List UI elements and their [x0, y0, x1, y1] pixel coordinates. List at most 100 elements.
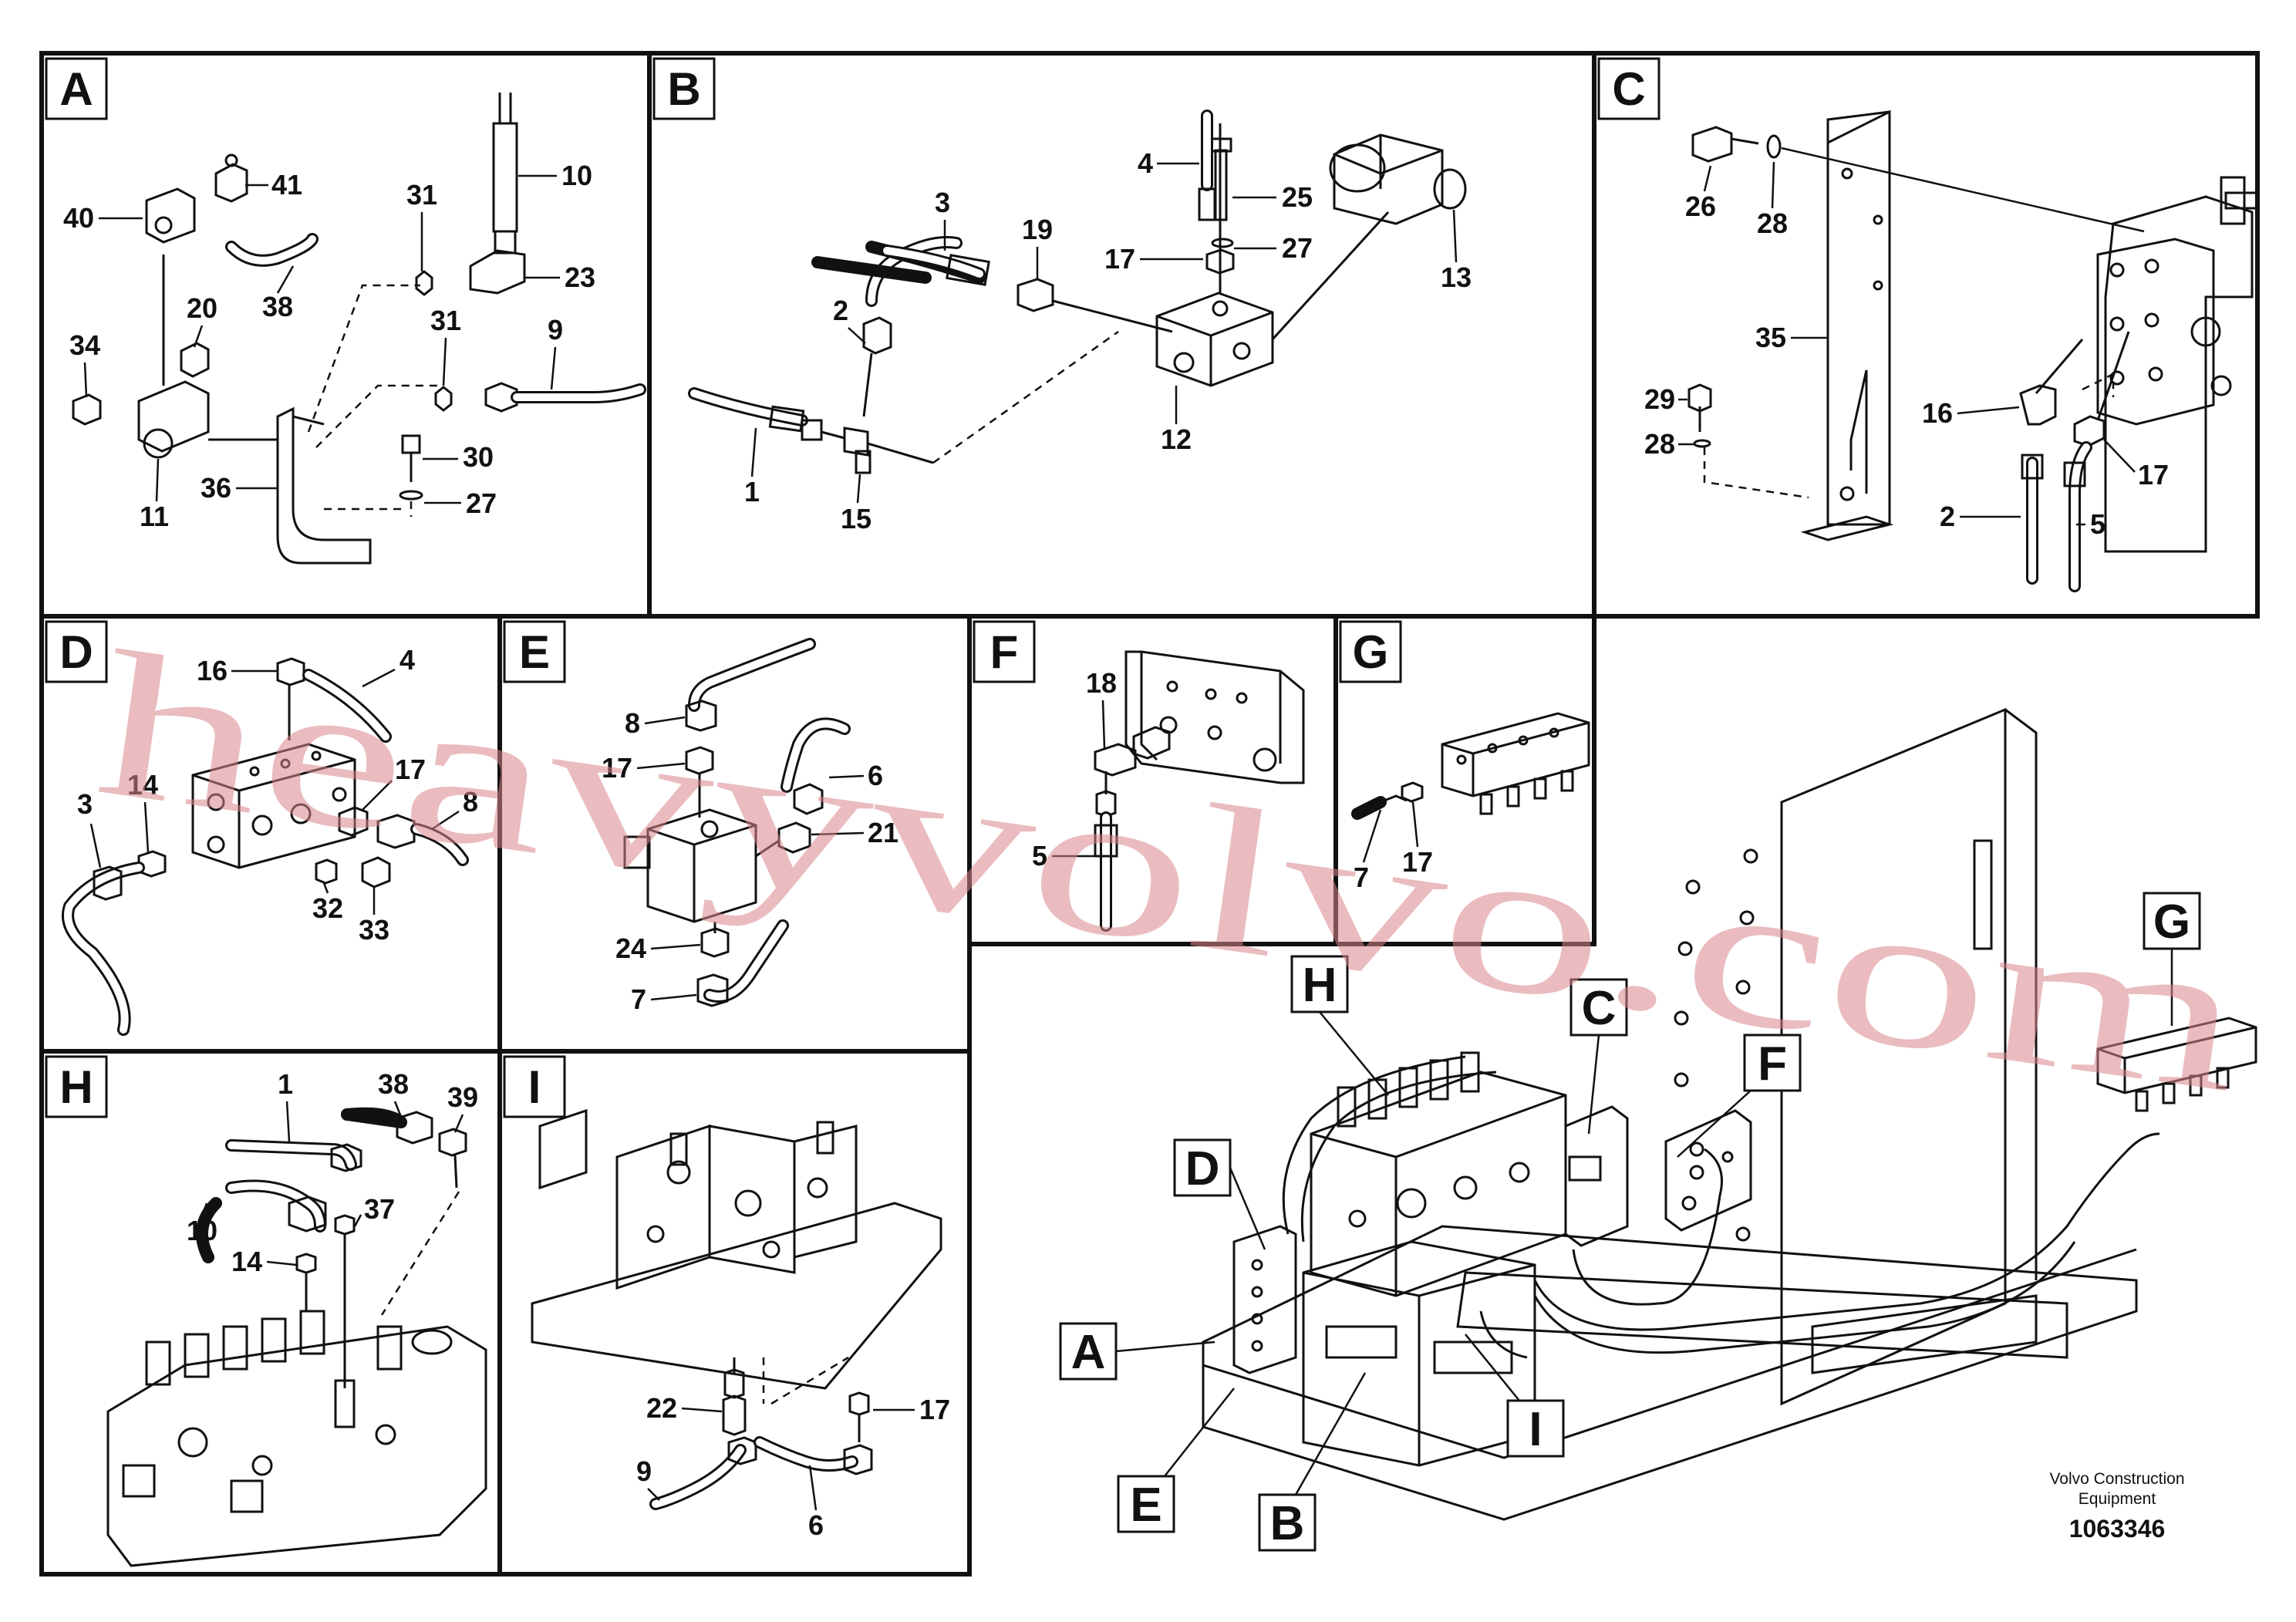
svg-text:19: 19	[1022, 214, 1053, 245]
svg-text:15: 15	[841, 503, 872, 534]
panel-e-drawing	[623, 638, 851, 1007]
panel-h-callouts: 1 38 39 37 10 14	[187, 1068, 478, 1277]
svg-text:12: 12	[1161, 423, 1192, 455]
panel-e-callouts: 8 17 6 21 24 7	[602, 707, 899, 1015]
svg-text:I: I	[1529, 1403, 1542, 1456]
svg-text:28: 28	[1757, 207, 1788, 239]
svg-text:25: 25	[1282, 181, 1313, 213]
overview-callout-a: A	[1059, 1322, 1215, 1381]
publisher-credit: Volvo Construction Equipment 1063346	[2049, 1470, 2184, 1543]
svg-text:33: 33	[359, 914, 389, 946]
svg-text:E: E	[1130, 1479, 1161, 1532]
svg-text:2: 2	[1940, 501, 1955, 532]
panel-f-drawing	[1094, 650, 1305, 932]
overview-callout-e: E	[1117, 1388, 1235, 1533]
panel-letter-a: A	[45, 57, 108, 120]
svg-text:37: 37	[364, 1193, 395, 1225]
panel-b-callouts: 4 25 3 19 17 27 13 2 12 1 15	[744, 147, 1472, 534]
svg-text:31: 31	[430, 305, 461, 336]
svg-text:14: 14	[127, 769, 158, 801]
overview-callout-b: B	[1258, 1372, 1367, 1552]
svg-text:9: 9	[548, 314, 563, 346]
panel-letter-c: C	[1597, 57, 1660, 120]
svg-text:A: A	[1071, 1326, 1106, 1379]
svg-text:17: 17	[602, 752, 632, 784]
svg-text:35: 35	[1755, 322, 1786, 353]
overview-callout-i: I	[1465, 1334, 1565, 1458]
svg-text:21: 21	[868, 817, 899, 848]
panel-a-callouts: 40 41 31 10 38 23 20 31 9 34 30 36 27 11	[63, 160, 595, 532]
svg-text:7: 7	[1354, 862, 1369, 893]
panel-b-drawing	[688, 110, 1467, 474]
panel-letter-f: F	[973, 620, 1036, 683]
svg-text:1: 1	[278, 1068, 293, 1100]
svg-text:Volvo Construction: Volvo Construction	[2049, 1470, 2184, 1488]
svg-text:F: F	[990, 626, 1019, 678]
svg-text:C: C	[1612, 63, 1645, 115]
svg-text:18: 18	[1086, 667, 1117, 699]
svg-text:10: 10	[187, 1215, 217, 1246]
svg-text:6: 6	[868, 760, 883, 791]
svg-text:3: 3	[935, 187, 950, 218]
svg-text:H: H	[59, 1061, 93, 1113]
panel-d-drawing	[62, 657, 469, 1036]
svg-text:30: 30	[463, 441, 494, 473]
watermark: heavyvolvo.com	[86, 608, 2257, 1137]
svg-text:17: 17	[2138, 459, 2169, 491]
svg-text:Equipment: Equipment	[2079, 1490, 2156, 1508]
panel-f-callouts: 18 5	[1032, 667, 1117, 872]
svg-text:H: H	[1303, 959, 1337, 1012]
svg-text:14: 14	[231, 1246, 262, 1277]
svg-text:D: D	[59, 626, 93, 678]
svg-text:I: I	[528, 1061, 541, 1113]
svg-text:31: 31	[406, 179, 437, 211]
svg-text:E: E	[519, 626, 550, 678]
panel-g-callouts: 7 17	[1354, 801, 1433, 893]
svg-text:41: 41	[271, 169, 302, 201]
panel-d-callouts: 16 4 17 3 14 8 32 33	[77, 644, 478, 946]
svg-text:27: 27	[466, 487, 497, 519]
svg-text:39: 39	[447, 1081, 478, 1113]
svg-text:B: B	[667, 63, 700, 115]
svg-text:3: 3	[77, 788, 93, 820]
svg-text:16: 16	[197, 655, 228, 686]
svg-text:4: 4	[1138, 147, 1153, 179]
panel-letter-d: D	[45, 620, 108, 683]
panel-letter-e: E	[503, 620, 566, 683]
svg-text:38: 38	[262, 291, 293, 322]
overview-callout-h: H	[1290, 955, 1389, 1096]
svg-text:40: 40	[63, 202, 94, 234]
svg-text:A: A	[59, 63, 93, 115]
panel-c-drawing	[1687, 110, 2258, 592]
panel-i-drawing	[531, 1108, 942, 1510]
svg-text:17: 17	[1402, 846, 1433, 878]
svg-text:26: 26	[1685, 191, 1716, 222]
svg-text:10: 10	[561, 160, 592, 191]
panel-letter-h: H	[45, 1055, 108, 1118]
svg-text:7: 7	[631, 983, 646, 1015]
overview-callout-g: G	[2143, 892, 2201, 1026]
panel-c-callouts: 26 28 35 29 16 28 17 2 5	[1644, 161, 2169, 540]
svg-text:27: 27	[1282, 232, 1313, 264]
svg-text:G: G	[2153, 895, 2190, 949]
svg-text:17: 17	[919, 1394, 950, 1425]
overview-callout-d: D	[1173, 1138, 1266, 1250]
svg-text:G: G	[1353, 626, 1389, 678]
svg-text:17: 17	[1104, 243, 1135, 275]
svg-text:B: B	[1270, 1497, 1305, 1550]
svg-text:17: 17	[395, 754, 426, 785]
svg-text:5: 5	[2090, 508, 2106, 540]
overview-assembly-drawing	[1202, 707, 2257, 1521]
svg-text:D: D	[1185, 1142, 1220, 1195]
overview-callout-c: C	[1569, 978, 1628, 1135]
svg-text:34: 34	[69, 329, 100, 361]
panel-letter-g: G	[1339, 620, 1402, 683]
svg-text:F: F	[1758, 1037, 1787, 1091]
svg-text:23: 23	[565, 261, 595, 293]
overview-callout-f: F	[1677, 1034, 1802, 1158]
svg-text:22: 22	[646, 1392, 677, 1424]
svg-text:C: C	[1582, 982, 1617, 1035]
svg-text:8: 8	[625, 707, 640, 739]
svg-text:13: 13	[1441, 261, 1472, 293]
